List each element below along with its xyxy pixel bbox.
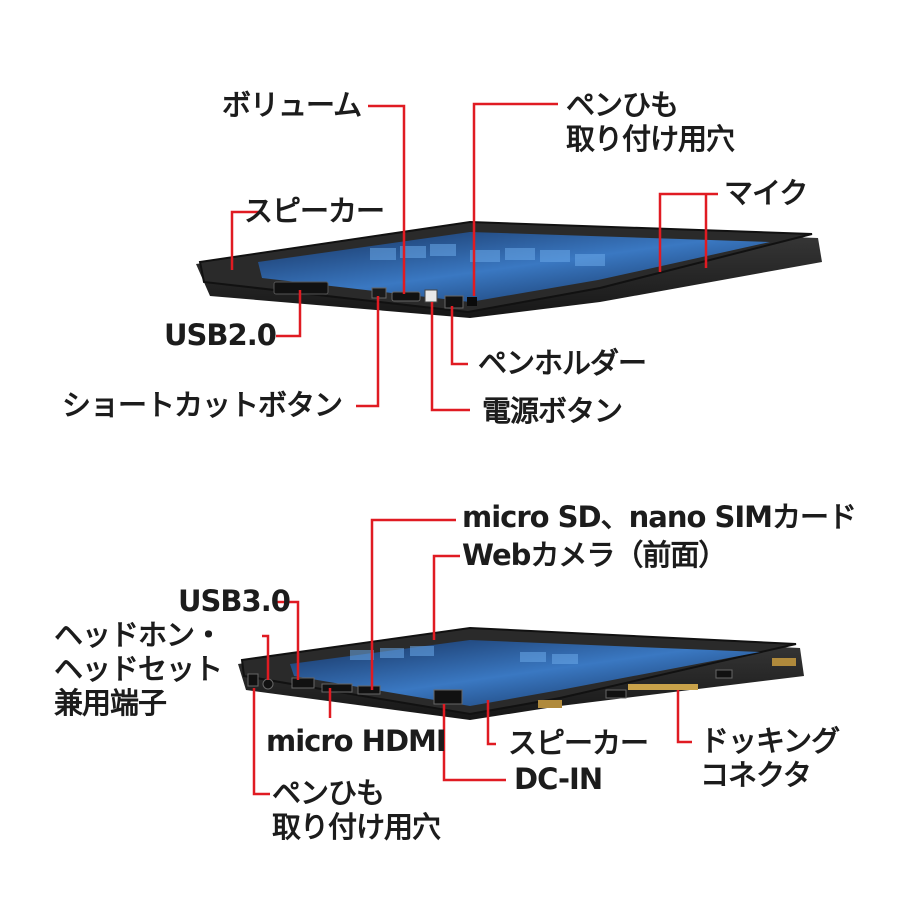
label-pen-strap-hole-bottom: ペンひも 取り付け用穴 [272,776,441,844]
label-dc-in: DC-IN [514,762,603,796]
label-speaker-bottom: スピーカー [508,726,649,760]
label-headphone: ヘッドホン・ ヘッドセット 兼用端子 [54,618,223,720]
label-speaker-top: スピーカー [244,194,385,228]
label-pen-strap-hole-top: ペンひも 取り付け用穴 [566,88,735,156]
screen-tiles [370,244,605,266]
label-line: ドッキング [700,724,840,758]
top-tablet [196,220,822,318]
bottom-tablet [238,626,804,720]
label-usb2: USB2.0 [164,318,277,352]
leader-lines [230,102,718,796]
label-docking-connector: ドッキング コネクタ [700,724,840,792]
label-microsd-sim: micro SD、nano SIMカード [462,500,857,534]
label-mic: マイク [724,176,808,210]
label-webcam: Webカメラ（前面） [462,538,727,572]
label-line: ヘッドセット [54,652,223,686]
label-power-button: 電源ボタン [482,394,623,428]
label-line: 取り付け用穴 [566,122,735,156]
label-shortcut-button: ショートカットボタン [62,388,343,422]
label-line: コネクタ [700,758,812,792]
label-line: ヘッドホン・ [54,618,223,652]
label-line: ペンひも [272,776,385,810]
label-volume: ボリューム [222,88,362,122]
label-line: ペンひも [566,88,679,122]
label-line: 取り付け用穴 [272,810,441,844]
label-micro-hdmi: micro HDMI [266,724,447,758]
label-usb3: USB3.0 [178,584,291,618]
label-pen-holder: ペンホルダー [478,346,647,380]
label-line: 兼用端子 [54,686,167,720]
